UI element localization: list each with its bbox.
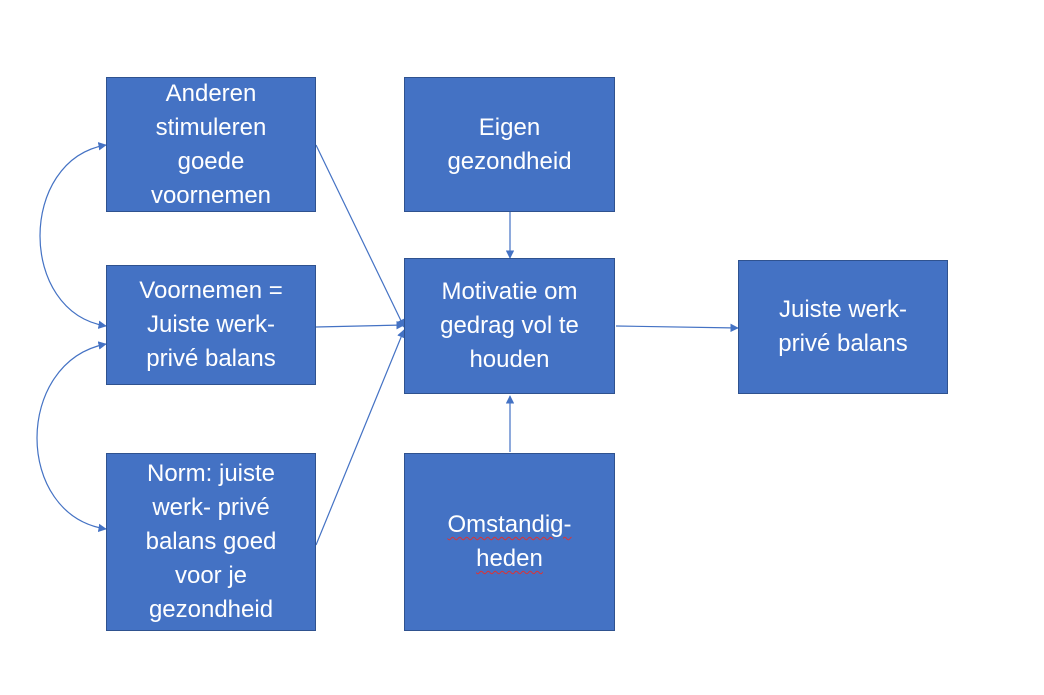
box-juiste-balans: Juiste werk- privé balans bbox=[738, 260, 948, 394]
box-anderen-stimuleren: Anderen stimuleren goede voornemen bbox=[106, 77, 316, 212]
box-norm: Norm: juiste werk- privé balans goed voo… bbox=[106, 453, 316, 631]
box-omstandigheden: Omstandig- heden bbox=[404, 453, 615, 631]
box-eigen-gezondheid-label: Eigen gezondheid bbox=[447, 113, 572, 175]
box-voornemen-label: Voornemen = Juiste werk- privé balans bbox=[139, 277, 283, 372]
box-omstandigheden-label: Omstandig- heden bbox=[447, 511, 572, 572]
box-anderen-stimuleren-label: Anderen stimuleren goede voornemen bbox=[150, 79, 272, 209]
box-juiste-balans-label: Juiste werk- privé balans bbox=[778, 296, 908, 357]
box-motivatie-label: Motivatie om gedrag vol te houden bbox=[440, 278, 579, 373]
arrow-motivatie-to-juiste bbox=[615, 323, 739, 333]
box-norm-label: Norm: juiste werk- privé balans goed voo… bbox=[145, 460, 277, 623]
box-motivatie: Motivatie om gedrag vol te houden bbox=[404, 258, 615, 394]
arrow-anderen-to-motivatie bbox=[315, 144, 405, 328]
box-voornemen: Voornemen = Juiste werk- privé balans bbox=[106, 265, 316, 385]
curved-arrow-voornemen-norm bbox=[36, 341, 107, 533]
box-eigen-gezondheid: Eigen gezondheid bbox=[404, 77, 615, 212]
curved-arrow-anderen-voornemen bbox=[39, 142, 107, 329]
arrow-voornemen-to-motivatie bbox=[315, 320, 405, 330]
arrow-norm-to-motivatie bbox=[315, 329, 406, 546]
